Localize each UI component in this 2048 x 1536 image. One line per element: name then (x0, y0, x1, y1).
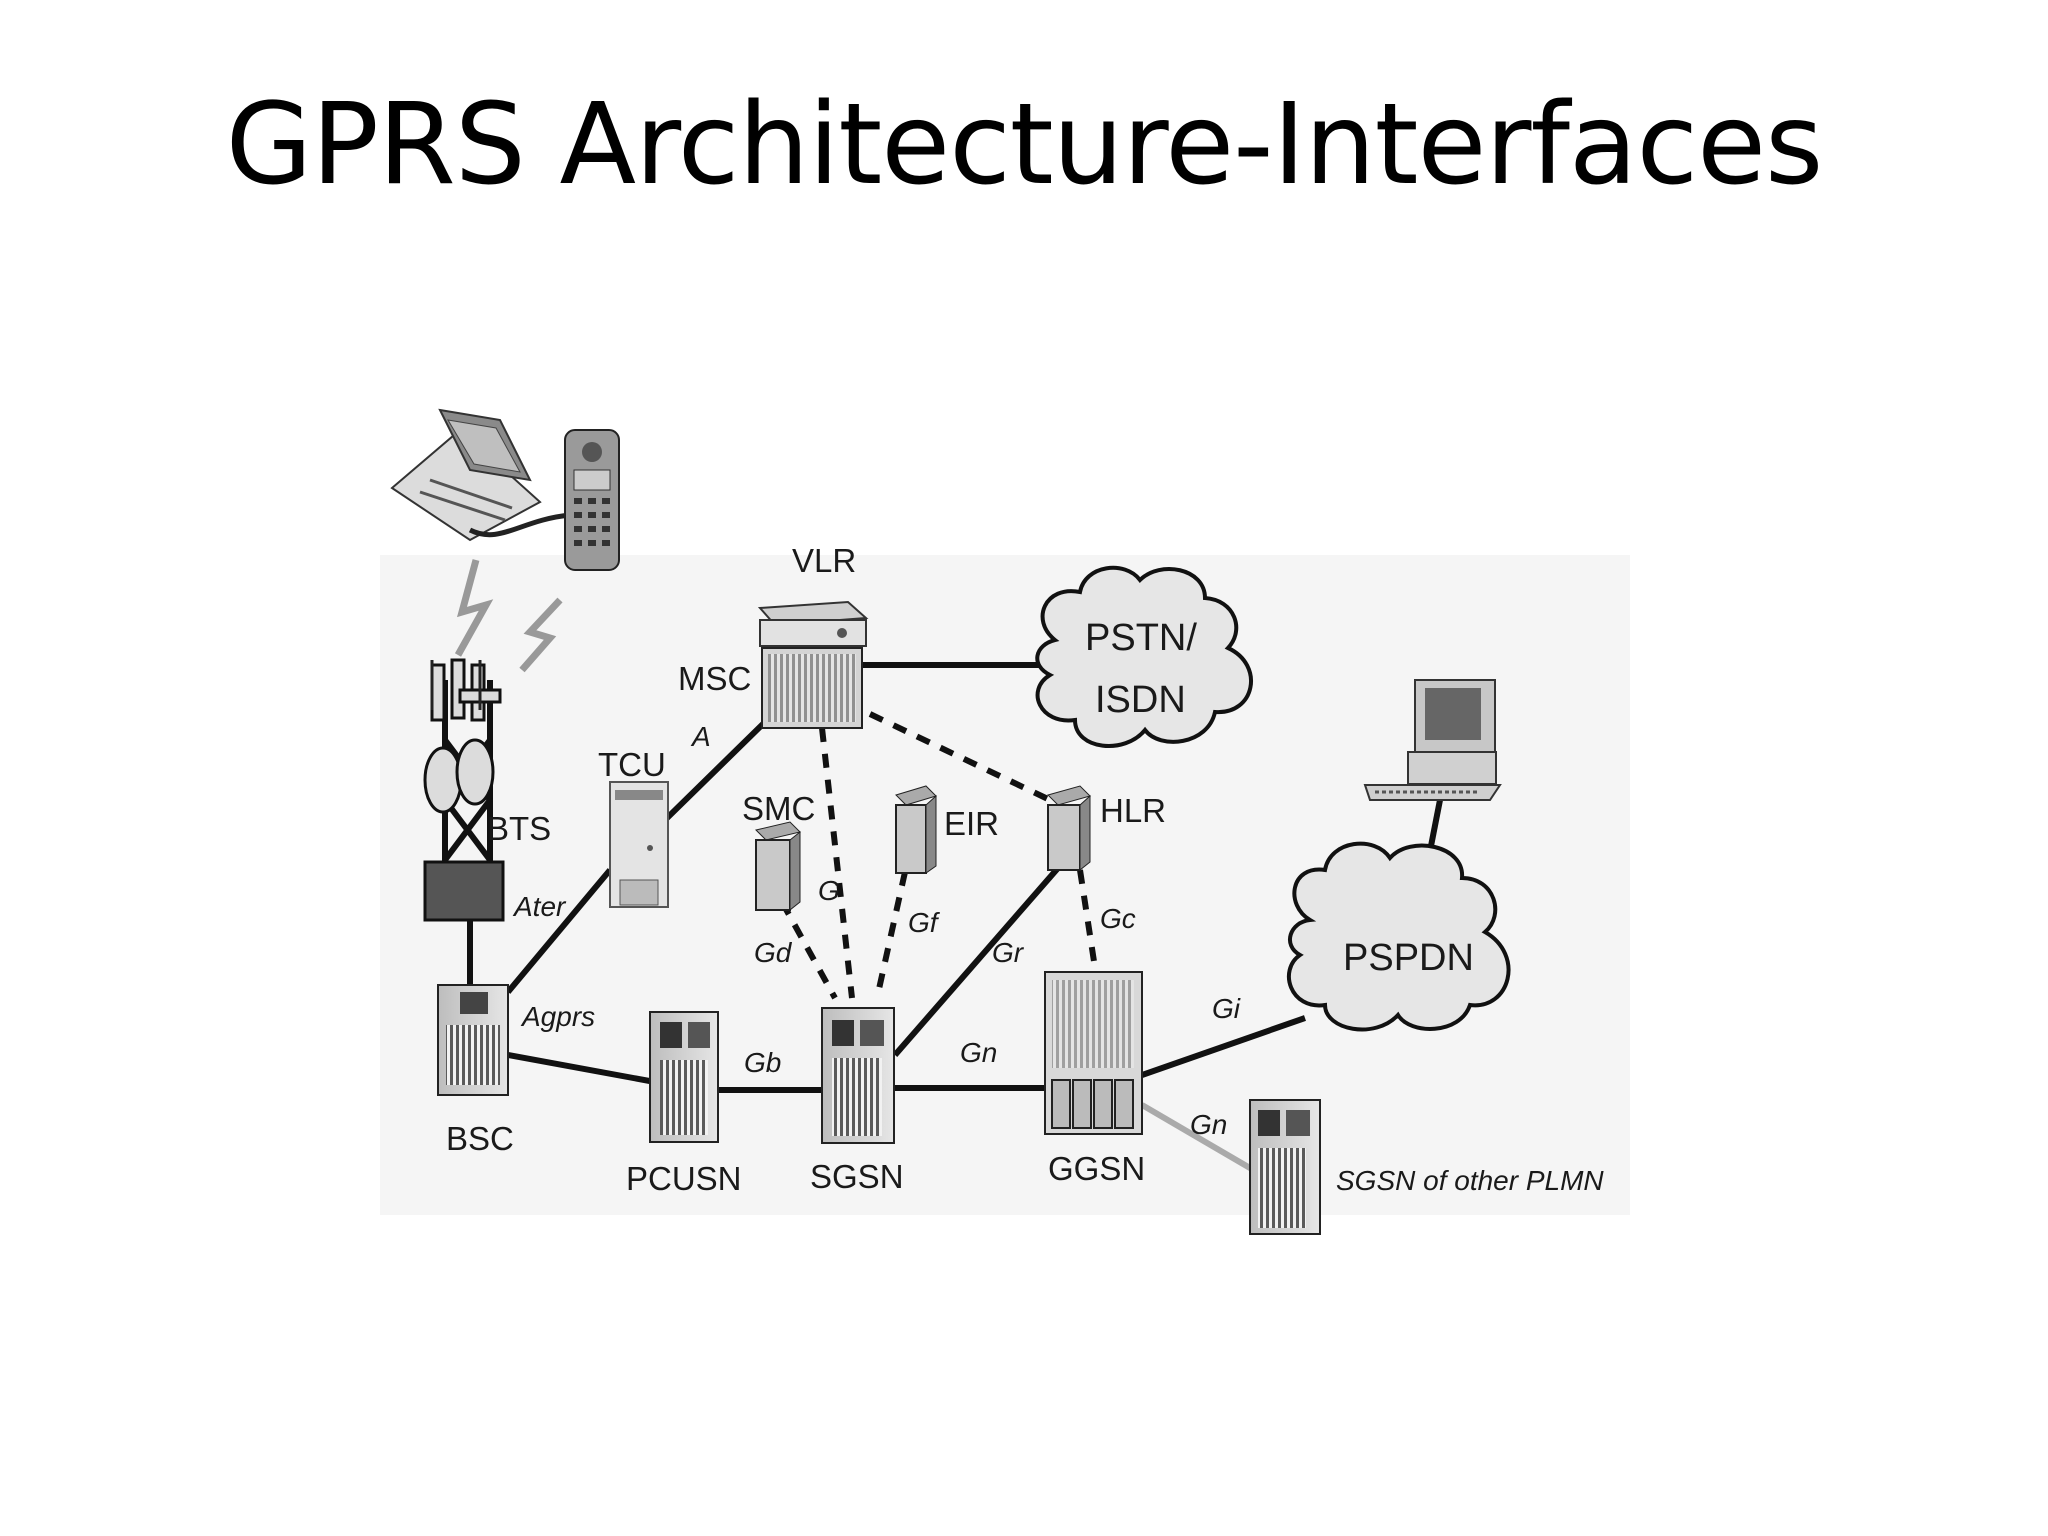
link-bsc-tcu (505, 868, 613, 994)
interface-label-gn: Gn (960, 1037, 997, 1068)
laptop-icon (390, 408, 542, 542)
sgsn-other-plmn-server-icon (1249, 1099, 1321, 1235)
link-msc-sgsn-g (819, 727, 855, 999)
link-eir-sgsn-gf (874, 871, 908, 999)
link-hlr-ggsn-gc (1077, 869, 1098, 969)
cloud-label-isdn: ISDN (1095, 679, 1186, 721)
node-label-hlr: HLR (1100, 792, 1166, 829)
dashed-links (779, 711, 1098, 1000)
node-label-tcu: TCU (598, 746, 666, 783)
node-label-pcusn: PCUSN (626, 1160, 742, 1197)
interface-label-ater: Ater (512, 891, 567, 922)
interface-label-gf: Gf (908, 907, 941, 938)
link-msc-hlr (868, 711, 1052, 803)
vlr-unit-icon (757, 600, 869, 647)
pcusn-server-icon (649, 1011, 719, 1143)
link-tcu-msc (662, 719, 768, 823)
interface-label-agprs: Agprs (520, 1001, 595, 1032)
phone-icon (564, 429, 620, 571)
link-ggsn-pspdn (1141, 1015, 1306, 1078)
interface-labels: A Ater Agprs Gb G Gd Gf Gr Gc Gn Gn Gi (512, 721, 1241, 1140)
radio-bolt-icon (454, 559, 494, 657)
node-label-bts: BTS (487, 810, 551, 847)
bsc-server-icon (437, 984, 509, 1096)
node-label-bsc: BSC (446, 1120, 514, 1157)
interface-label-gn-other: Gn (1190, 1109, 1227, 1140)
interface-label-gr: Gr (992, 937, 1025, 968)
ggsn-rack-icon (1044, 971, 1143, 1135)
node-label-vlr: VLR (792, 542, 856, 579)
smc-server-icon (755, 821, 801, 912)
pspdn-cloud-icon (1286, 841, 1511, 1032)
sgsn-server-icon (821, 1007, 895, 1144)
link-ggsn-sgsn-other (1140, 1102, 1264, 1178)
node-label-smc: SMC (742, 790, 815, 827)
pstn-cloud-icon (1035, 565, 1253, 748)
slide-title: GPRS Architecture-Interfaces (225, 80, 1824, 210)
msc-rack-icon (761, 647, 863, 729)
link-smc-sgsn-gd (779, 900, 838, 1000)
interface-label-gi: Gi (1212, 993, 1241, 1024)
interface-label-a: A (690, 721, 711, 752)
link-sgsn-hlr (892, 858, 1068, 1057)
workstation-icon (1363, 679, 1502, 801)
node-label-msc: MSC (678, 660, 751, 697)
interface-label-g: G (818, 875, 840, 906)
eir-server-icon (895, 785, 937, 874)
interface-label-gc: Gc (1100, 903, 1136, 934)
node-label-sgsn: SGSN (810, 1158, 904, 1195)
cloud-label-pspdn: PSPDN (1343, 937, 1474, 979)
node-label-sgsn-other-plmn: SGSN of other PLMN (1336, 1165, 1604, 1196)
solid-links (467, 662, 1443, 1093)
interface-label-gb: Gb (744, 1047, 781, 1078)
radio-bolt-icon (519, 597, 563, 673)
bts-tower-icon (423, 658, 505, 922)
node-label-eir: EIR (944, 805, 999, 842)
cloud-label-pstn: PSTN/ (1085, 617, 1197, 659)
link-bsc-pcusn (507, 1052, 656, 1085)
tcu-cabinet-icon (609, 781, 669, 908)
node-label-ggsn: GGSN (1048, 1150, 1145, 1187)
phone-cable (468, 512, 571, 538)
interface-label-gd: Gd (754, 937, 793, 968)
hlr-server-icon (1047, 785, 1091, 872)
